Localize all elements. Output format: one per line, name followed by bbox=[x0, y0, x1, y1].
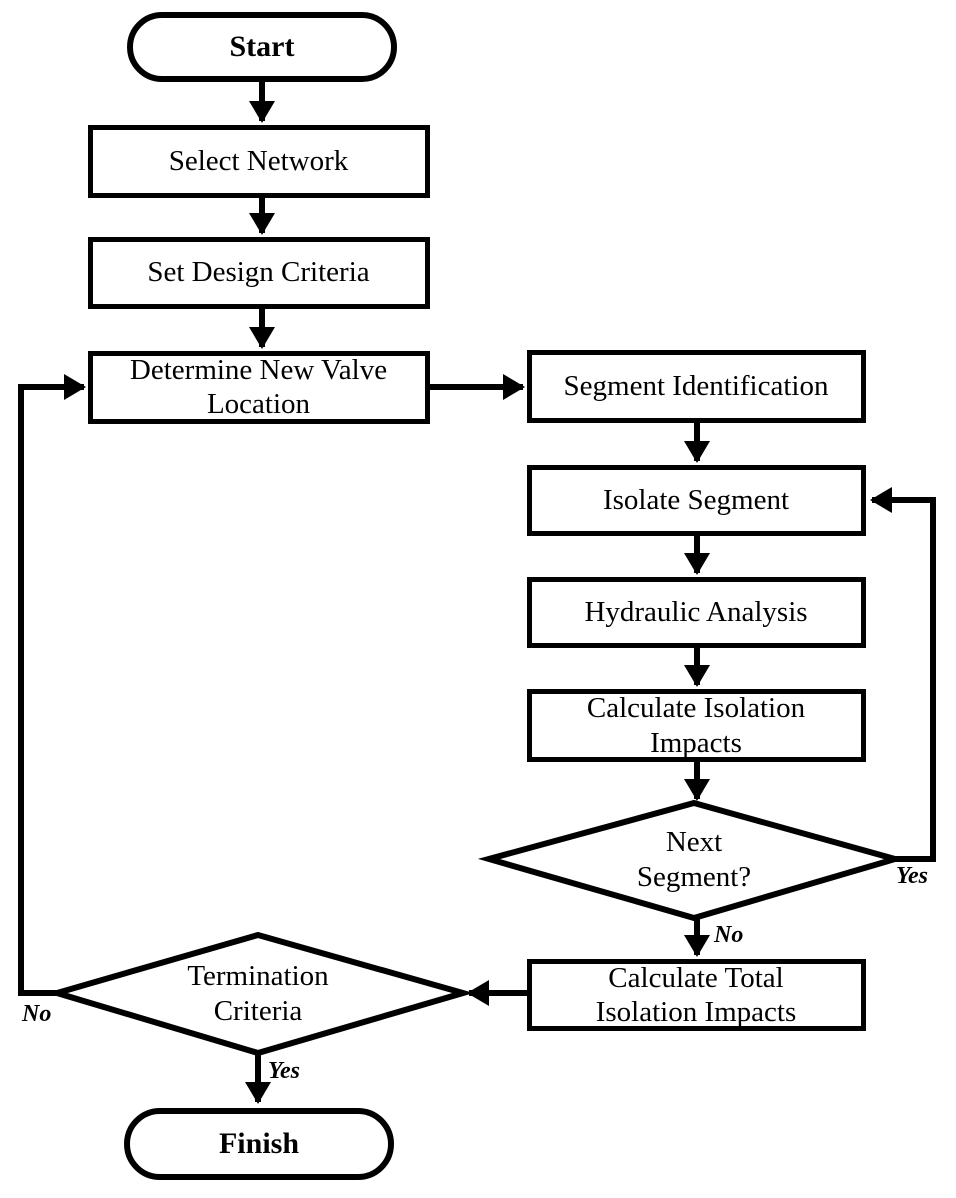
node-calculate-total-isolation-impacts-shape bbox=[527, 959, 866, 1031]
node-calculate-isolation-impacts-shape bbox=[527, 689, 866, 762]
node-set-design-criteria-shape bbox=[88, 237, 430, 309]
node-start-shape bbox=[127, 12, 397, 82]
node-hydraulic-analysis-shape bbox=[527, 577, 866, 648]
node-finish-shape bbox=[124, 1108, 394, 1180]
node-next-segment-shape bbox=[477, 799, 906, 922]
edge-next-segment-yes-to-isolate-segment bbox=[870, 487, 936, 862]
node-determine-new-valve-location-shape bbox=[88, 351, 430, 424]
edge-termination-criteria-no-to-determine-valve bbox=[18, 374, 86, 996]
node-isolate-segment-shape bbox=[527, 465, 866, 536]
node-segment-identification-shape bbox=[527, 350, 866, 423]
node-termination-criteria-shape bbox=[46, 931, 474, 1057]
node-select-network-shape bbox=[88, 125, 430, 198]
